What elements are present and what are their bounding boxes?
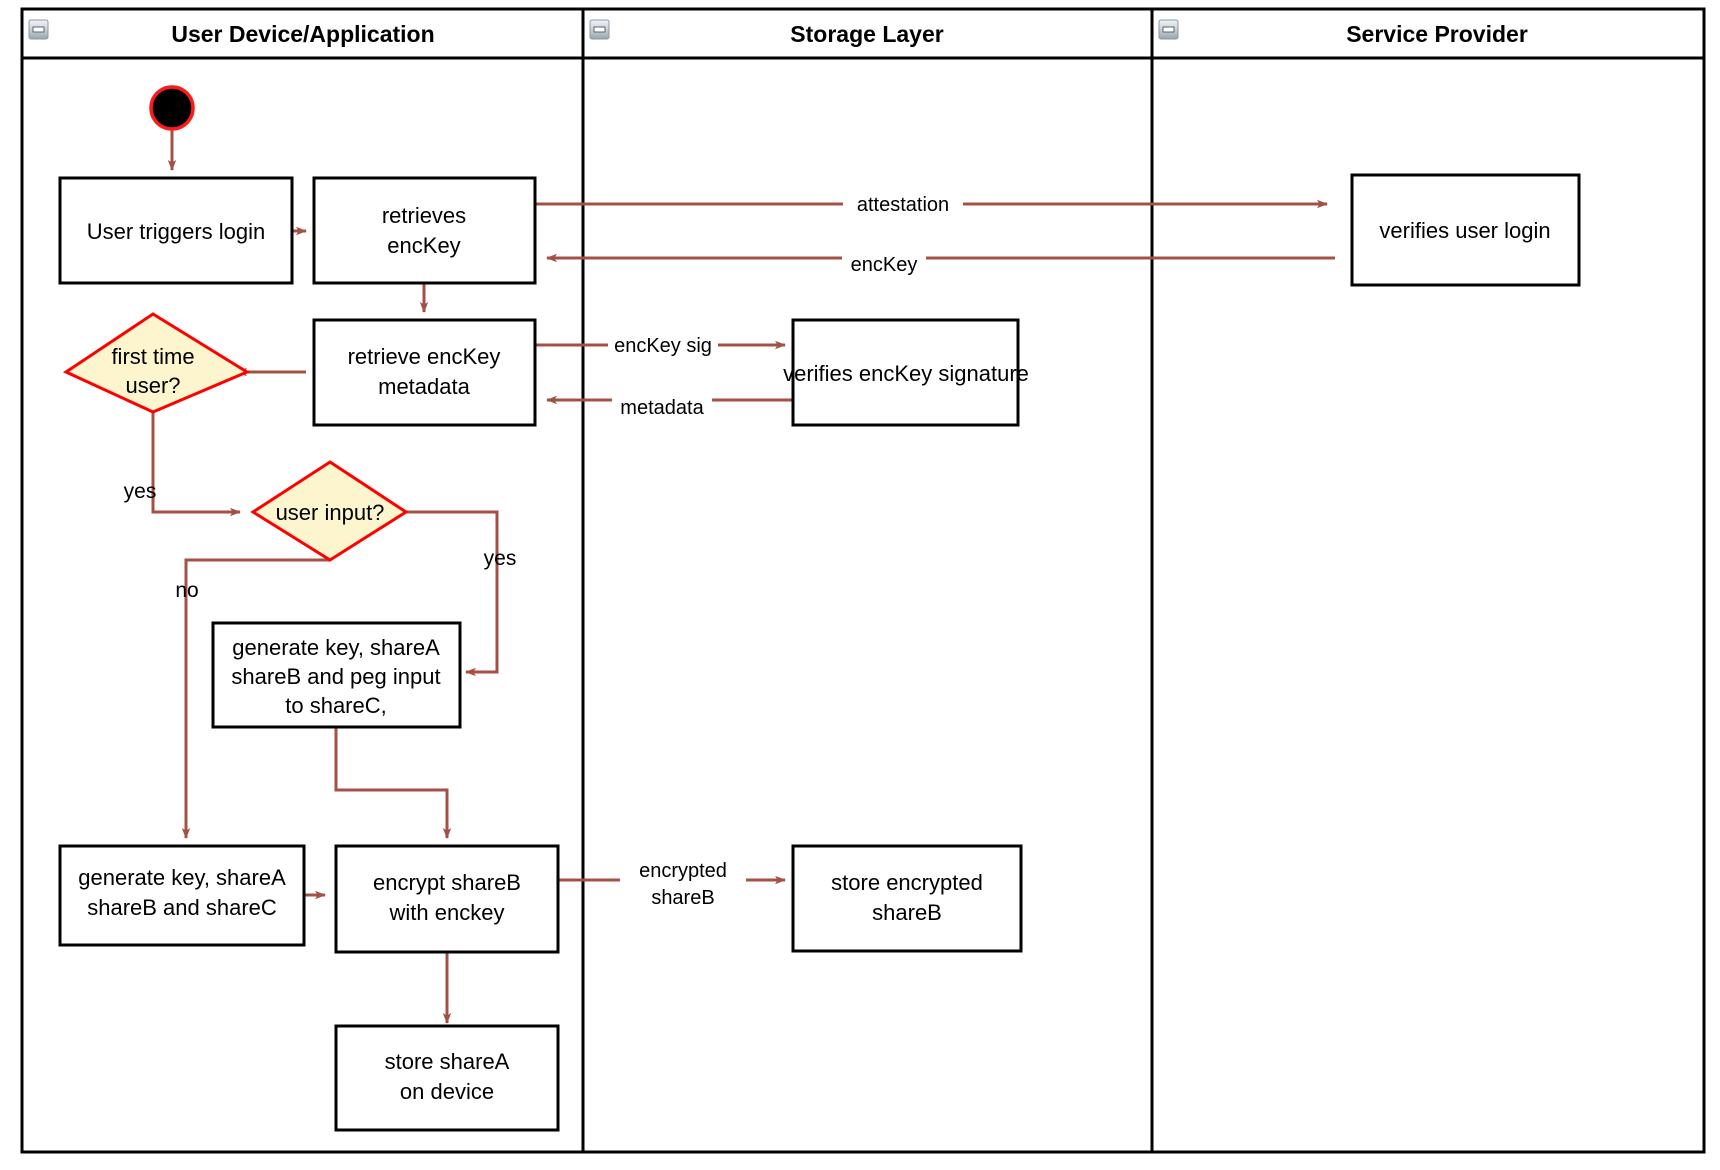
- svg-text:encKey sig: encKey sig: [614, 335, 712, 357]
- lane-title-storage-layer: Storage Layer: [790, 21, 943, 47]
- node-label-line-1: encrypt shareB: [373, 870, 521, 895]
- node-store-encrypted-shareb[interactable]: store encrypted shareB: [791, 844, 1023, 953]
- node-label-line-1: store shareA: [385, 1049, 510, 1074]
- node-initial-node[interactable]: [149, 85, 195, 131]
- svg-text:encKey: encKey: [851, 254, 918, 276]
- edge-peg-to-encrypt: [334, 727, 452, 839]
- branch-label-yes-first-time: yes: [124, 480, 157, 503]
- node-encrypt-shareb[interactable]: encrypt shareB with enckey: [334, 844, 560, 954]
- node-label: user input?: [276, 500, 385, 525]
- node-label-line-1: first time: [111, 344, 194, 369]
- edge-label-metadata: metadata: [612, 389, 712, 419]
- node-verifies-enckey-signature[interactable]: verifies encKey signature: [783, 318, 1029, 427]
- node-label-line-2: on device: [400, 1079, 494, 1104]
- edge-label-enckey: encKey: [842, 247, 926, 276]
- node-store-sharea[interactable]: store shareA on device: [334, 1024, 560, 1132]
- node-generate-shares[interactable]: generate key, shareA shareB and shareC: [58, 844, 306, 947]
- node-retrieves-enckey[interactable]: retrieves encKey: [312, 176, 537, 285]
- node-label-line-1: retrieve encKey: [348, 344, 501, 369]
- node-generate-peg[interactable]: generate key, shareA shareB and peg inpu…: [211, 621, 462, 729]
- lane-header-storage-layer: Storage Layer: [589, 19, 944, 47]
- minus-icon[interactable]: [1158, 19, 1179, 40]
- svg-text:attestation: attestation: [857, 194, 949, 216]
- lane-title-service-provider: Service Provider: [1346, 21, 1528, 47]
- flow-edges: [151, 125, 1335, 1024]
- node-label-line-2: shareB and shareC: [87, 895, 277, 920]
- edge-label-attestation: attestation: [843, 192, 963, 218]
- edge-firsttime-yes: [151, 412, 241, 517]
- minus-icon[interactable]: [28, 19, 49, 40]
- node-first-time-user-decision[interactable]: first time user?: [62, 312, 251, 414]
- node-label-line-2: encKey: [387, 233, 460, 258]
- node-label-line-2: shareB and peg input: [231, 664, 440, 689]
- edge-userinput-no: [181, 558, 330, 839]
- minus-icon[interactable]: [589, 19, 610, 40]
- node-label-line-1: generate key, shareA: [232, 635, 440, 660]
- svg-text:shareB: shareB: [651, 887, 714, 909]
- node-verifies-user-login[interactable]: verifies user login: [1350, 173, 1581, 287]
- branch-label-yes-user-input: yes: [484, 547, 517, 570]
- node-label-line-3: to shareC,: [285, 693, 387, 718]
- node-label: User triggers login: [87, 219, 266, 244]
- node-user-triggers-login[interactable]: User triggers login: [58, 176, 294, 285]
- lane-header-user-device: User Device/Application: [28, 19, 435, 47]
- branch-label-no-user-input: no: [175, 579, 198, 602]
- swimlane-frame: [20, 7, 1706, 1154]
- node-label-line-2: with enckey: [389, 900, 505, 925]
- node-label-line-2: metadata: [378, 374, 470, 399]
- lane-title-user-device: User Device/Application: [171, 21, 434, 47]
- node-label-line-1: retrieves: [382, 203, 466, 228]
- node-label-line-2: user?: [125, 373, 180, 398]
- lane-header-service-provider: Service Provider: [1158, 19, 1528, 47]
- node-retrieve-enckey-metadata[interactable]: retrieve encKey metadata: [312, 318, 537, 427]
- svg-text:encrypted: encrypted: [639, 860, 727, 882]
- svg-text:metadata: metadata: [620, 397, 704, 419]
- edge-label-encrypted-shareb: encrypted shareB: [620, 858, 746, 909]
- node-label-line-1: store encrypted: [831, 870, 983, 895]
- node-label-line-2: shareB: [872, 900, 942, 925]
- node-label-line-1: generate key, shareA: [78, 865, 286, 890]
- node-label: verifies user login: [1379, 218, 1550, 243]
- node-label: verifies encKey signature: [783, 361, 1029, 386]
- node-user-input-decision[interactable]: user input?: [250, 460, 409, 562]
- edge-userinput-yes: [406, 510, 499, 677]
- flow-edge-labels: attestation encKey encKey sig metadata e…: [124, 192, 963, 909]
- edge-label-enckey-sig: encKey sig: [608, 333, 718, 359]
